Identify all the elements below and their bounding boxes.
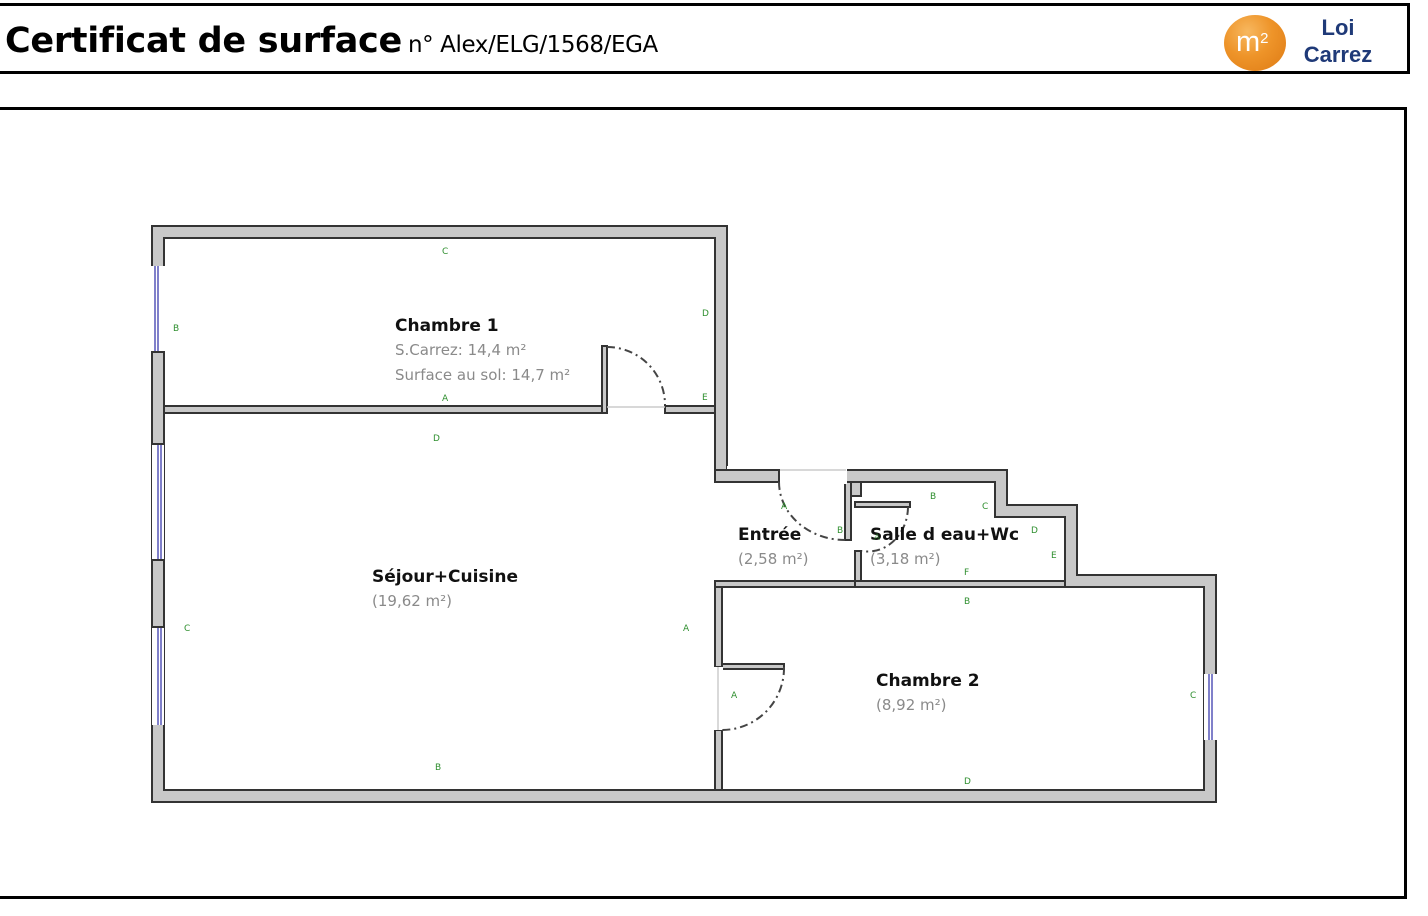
windows xyxy=(150,266,1218,740)
door-post-ch1 xyxy=(601,345,608,414)
room-entree: Entrée (2,58 m²) A B xyxy=(738,502,843,568)
window-ch2 xyxy=(1204,674,1218,740)
wall-label-a: A xyxy=(683,624,690,634)
room-salle-d-eau-wc: Salle d eau+Wc (3,18 m²) A B C D E F xyxy=(870,492,1057,578)
door-swing-sde xyxy=(861,506,909,553)
room-name: Entrée xyxy=(738,525,801,545)
room-sejour-cuisine: Séjour+Cuisine (19,62 m²) A B C D xyxy=(184,434,690,773)
door-swing-ch1 xyxy=(606,346,666,406)
room-name: Chambre 1 xyxy=(395,316,499,336)
wall-label-b: B xyxy=(173,324,179,334)
door-post-ch2 xyxy=(721,663,785,670)
pier-1 xyxy=(151,351,165,445)
door-post-sde xyxy=(854,501,911,508)
room-area-floor: Surface au sol: 14,7 m² xyxy=(395,366,570,384)
wall-ch1-sejour-right xyxy=(664,405,716,414)
wall-sejour-ch2-bottom xyxy=(714,729,723,791)
badge-m: m xyxy=(1236,26,1261,58)
room-area-carrez: S.Carrez: 14,4 m² xyxy=(395,341,526,359)
wall-label-f: F xyxy=(964,568,969,578)
wall-label-b: B xyxy=(964,597,970,607)
wall-label-b: B xyxy=(837,526,843,536)
room-area: (19,62 m²) xyxy=(372,592,452,610)
wall-label-b: B xyxy=(930,492,936,502)
wall-label-e: E xyxy=(702,393,708,403)
wall-ch1-sejour-left xyxy=(163,405,604,414)
logo-line-1: Loi xyxy=(1321,15,1355,40)
wall-sde-ch2 xyxy=(854,580,1066,588)
doors xyxy=(606,346,909,731)
wall-label-c: C xyxy=(442,247,448,257)
wall-label-d: D xyxy=(964,777,971,787)
wall-entree-top-left xyxy=(714,469,780,483)
room-area: (2,58 m²) xyxy=(738,550,809,568)
wall-label-a: A xyxy=(781,502,788,512)
interior-walls xyxy=(163,345,1066,791)
exterior-walls xyxy=(151,225,1217,803)
wall-label-b: B xyxy=(435,763,441,773)
door-swing-entree xyxy=(778,481,846,541)
room-chambre-2: Chambre 2 (8,92 m²) A B C D xyxy=(731,597,1196,787)
wall-entree-sde-top xyxy=(844,481,852,541)
wall-label-a: A xyxy=(442,394,449,404)
wall-label-a: A xyxy=(731,691,738,701)
wall-entree-sde-bottom xyxy=(854,550,862,582)
wall-sejour-ch2-top xyxy=(714,580,723,668)
wall-label-d: D xyxy=(433,434,440,444)
room-name: Salle d eau+Wc xyxy=(870,525,1019,545)
wall-label-a: A xyxy=(874,533,881,543)
loi-carrez-logo: m2 Loi Carrez xyxy=(1224,12,1384,71)
m2-badge-icon: m2 xyxy=(1224,15,1286,71)
certificate-reference: n° Alex/ELG/1568/EGA xyxy=(407,32,658,58)
certificate-title: Certificat de surface xyxy=(5,21,402,61)
wall-entree-ch2 xyxy=(714,580,856,588)
wall-label-c: C xyxy=(1190,691,1196,701)
door-swing-ch2 xyxy=(721,666,786,731)
logo-text: Loi Carrez xyxy=(1298,14,1378,68)
wall-label-c: C xyxy=(982,502,988,512)
room-chambre-1: Chambre 1 S.Carrez: 14,4 m² Surface au s… xyxy=(173,247,709,404)
outer-wall-band xyxy=(151,225,1217,803)
badge-sup: 2 xyxy=(1260,30,1269,47)
wall-label-e: E xyxy=(1051,551,1057,561)
wall-label-d: D xyxy=(702,309,709,319)
room-area: (8,92 m²) xyxy=(876,696,947,714)
room-name: Chambre 2 xyxy=(876,671,980,691)
wall-sde-corner xyxy=(850,481,862,497)
room-name: Séjour+Cuisine xyxy=(372,567,518,587)
wall-label-d: D xyxy=(1031,526,1038,536)
wall-label-c: C xyxy=(184,624,190,634)
pier-2 xyxy=(151,559,165,628)
logo-line-2: Carrez xyxy=(1303,42,1373,67)
floor-plan-frame xyxy=(0,107,1407,899)
room-area: (3,18 m²) xyxy=(870,550,941,568)
